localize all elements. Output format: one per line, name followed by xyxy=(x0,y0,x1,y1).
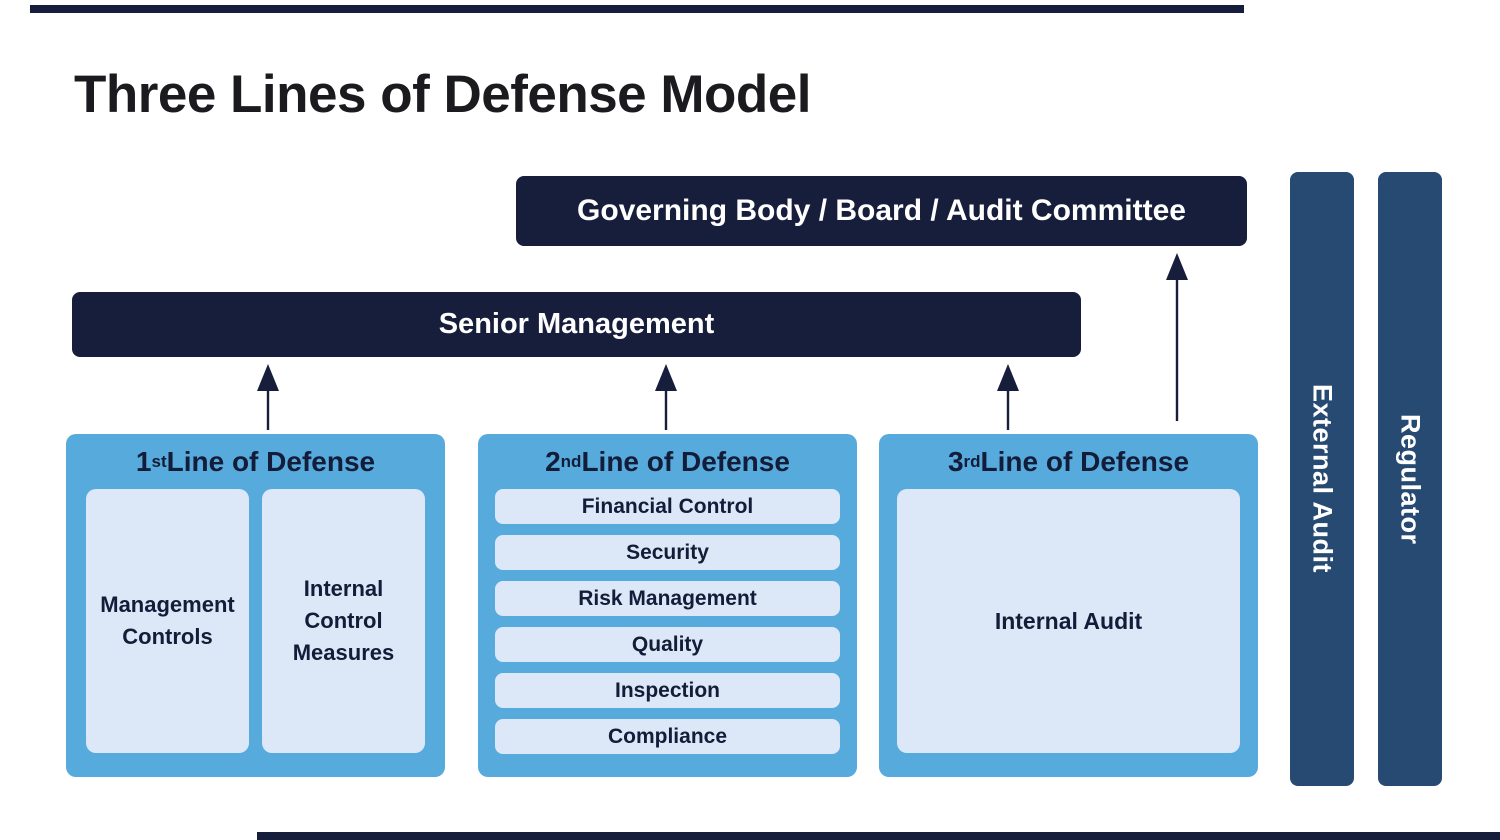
regulator-label: Regulator xyxy=(1395,413,1426,545)
list-item: Inspection xyxy=(495,673,840,708)
list-item: Management Controls xyxy=(86,489,249,753)
up-arrow-icon xyxy=(655,364,677,430)
first-line-items: Management Controls Internal Control Mea… xyxy=(66,489,445,753)
up-arrow-icon xyxy=(1166,253,1188,421)
top-accent-strip xyxy=(30,5,1244,13)
senior-management-label: Senior Management xyxy=(438,308,715,340)
list-item: Risk Management xyxy=(495,581,840,616)
second-line-items: Financial Control Security Risk Manageme… xyxy=(478,489,857,754)
external-audit-bar: External Audit xyxy=(1290,172,1354,786)
list-item: Financial Control xyxy=(495,489,840,524)
senior-management-bar: Senior Management xyxy=(72,292,1081,357)
third-line-items: Internal Audit xyxy=(879,489,1258,753)
line-title-suffix: Line of Defense xyxy=(166,445,376,477)
list-item: Internal Control Measures xyxy=(262,489,425,753)
bottom-accent-strip xyxy=(257,832,1500,840)
list-item: Security xyxy=(495,535,840,570)
line-number: 1 xyxy=(135,445,152,477)
line-title-suffix: Line of Defense xyxy=(581,445,790,477)
line-number: 2 xyxy=(545,445,561,477)
up-arrow-icon xyxy=(997,364,1019,430)
regulator-bar: Regulator xyxy=(1378,172,1442,786)
list-item: Internal Audit xyxy=(897,489,1240,753)
page-title: Three Lines of Defense Model xyxy=(74,65,811,124)
external-audit-label: External Audit xyxy=(1307,384,1338,574)
up-arrow-icon xyxy=(257,364,279,430)
line-number: 3 xyxy=(947,445,964,477)
line-title-suffix: Line of Defense xyxy=(980,445,1190,477)
list-item: Compliance xyxy=(495,719,840,754)
list-item: Quality xyxy=(495,627,840,662)
governing-body-label: Governing Body / Board / Audit Committee xyxy=(577,194,1186,227)
governing-body-bar: Governing Body / Board / Audit Committee xyxy=(516,176,1247,246)
